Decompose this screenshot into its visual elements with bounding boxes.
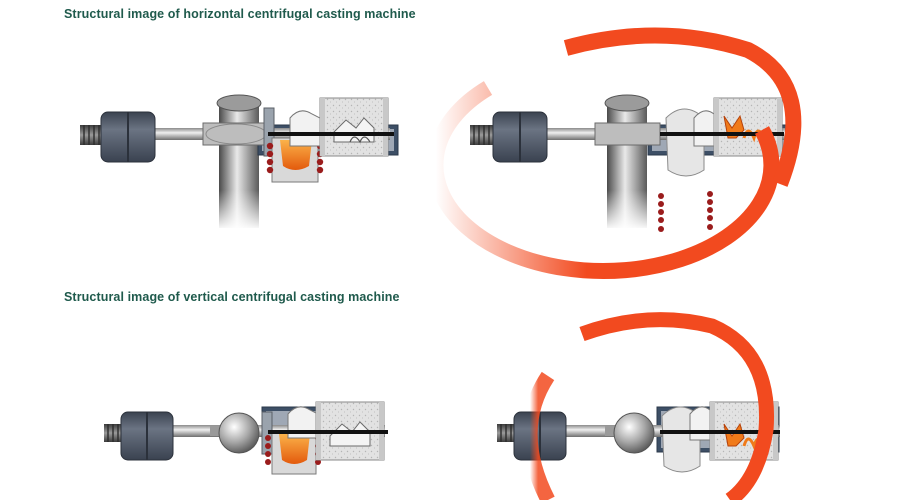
rotation-arrow xyxy=(579,312,775,500)
molten-metal xyxy=(280,140,312,170)
sand-mold xyxy=(319,97,389,157)
horizontal-machine-rotating xyxy=(427,27,802,280)
horizontal-machine-heading: Structural image of horizontal centrifug… xyxy=(64,7,416,21)
ball-joint xyxy=(613,412,655,454)
induction-coil xyxy=(658,191,713,232)
ball-joint xyxy=(218,412,260,454)
molten-metal xyxy=(279,434,310,464)
rotation-arrow xyxy=(427,81,780,280)
horizontal-machine-pouring xyxy=(80,94,399,230)
vertical-machine-pouring xyxy=(104,401,388,475)
collar xyxy=(594,122,661,146)
rotation-arrow-lower xyxy=(522,371,555,500)
vertical-machine-heading: Structural image of vertical centrifugal… xyxy=(64,290,400,304)
collar xyxy=(202,122,270,146)
rotation-arrow-upper xyxy=(563,27,802,187)
vertical-machine-rotating xyxy=(497,312,780,500)
